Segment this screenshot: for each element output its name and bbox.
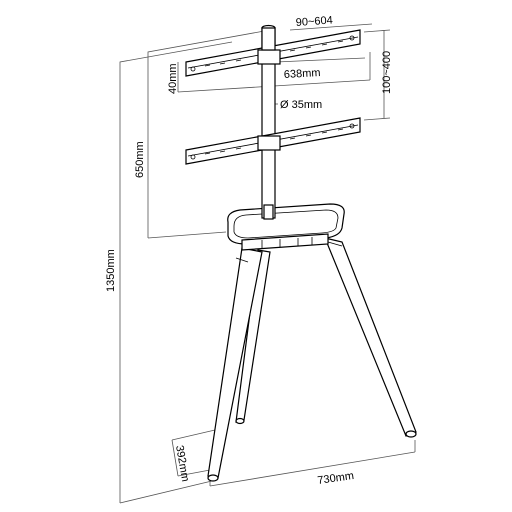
- label-vesa-width: 90~604: [295, 14, 333, 29]
- label-base-width: 730mm: [317, 470, 355, 487]
- label-bracket-width: 638mm: [284, 67, 321, 81]
- label-bracket-height: 40mm: [167, 63, 179, 94]
- label-vesa-height: 100~400: [381, 51, 393, 94]
- tripod-legs: [207, 237, 417, 482]
- label-shelf-height: 650mm: [134, 141, 146, 178]
- dimension-frame: [119, 29, 416, 504]
- upper-bracket: [185, 27, 361, 77]
- shelf-tray: [227, 203, 345, 251]
- label-total-height: 1350mm: [105, 249, 117, 292]
- lower-bracket: [185, 117, 361, 165]
- label-pole-diameter: Ø 35mm: [280, 99, 322, 111]
